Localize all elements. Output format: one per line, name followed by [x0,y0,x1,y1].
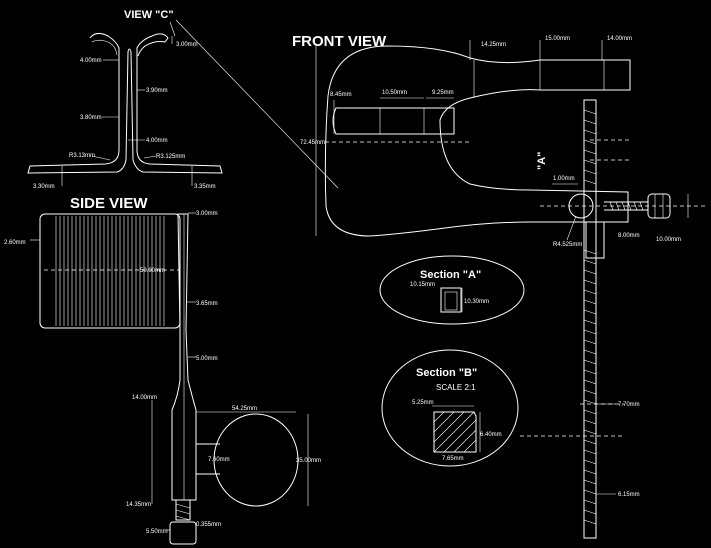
side-foot-threads [175,503,191,521]
side-foot-screw [175,499,191,521]
front-dim-knob: 10.00mm [656,237,681,243]
side-dim-width: 50.00mm [140,268,165,274]
section-a-dim-height: 10.30mm [464,299,489,305]
section-a-outline [379,255,525,325]
front-dim-slot-left: 8.45mm [330,92,352,98]
view-c-dim-right-mid: 3.90mm [146,88,168,94]
side-view-group: SIDE VIEW 3.00mm 2.60mm 50.00mm 3.65mm 5… [4,195,321,545]
section-b-dim-width: 7.65mm [442,456,464,462]
side-dim-handle-top: 14.00mm [132,395,157,401]
front-dim-slot-mid: 10.50mm [382,90,407,96]
view-c-profile [27,32,223,174]
side-dim-foot-right: 0.355mm [196,522,221,528]
screw-threads [609,201,644,211]
view-c-dim-left-mid: 3.80mm [80,115,102,121]
view-c-leader [169,21,176,37]
front-dim-slot-right: 9.25mm [432,90,454,96]
view-c-inner [91,39,118,56]
front-dim-hole: 1.00mm [553,176,575,182]
side-ribs [55,216,165,326]
section-a-title: Section "A" [420,269,481,281]
front-body-outline [324,45,631,237]
section-b-outline [381,349,519,467]
threaded-rod [583,99,597,539]
rod-dim-upper: 7.70mm [618,402,640,408]
rod-dims-group: 7.70mm 6.15mm [580,402,640,498]
front-inner-slot [332,107,455,135]
front-dim-jaw: 15.00mm [545,36,570,42]
view-c-dimline [91,155,111,161]
side-dim-lower: 5.00mm [196,356,218,362]
side-foot-cap [169,521,197,545]
side-dim-depth: 2.60mm [4,240,26,246]
section-b-scale: SCALE 2:1 [436,383,476,392]
side-shaft [171,213,197,501]
knob [647,193,671,219]
front-dim-leader [566,215,577,241]
section-b-hatch [433,411,477,453]
view-c-dim-center: 4.00mm [146,138,168,144]
section-a-profile [440,287,462,313]
marker-a: "A" [536,152,548,170]
front-dim-screw: 8.00mm [618,233,640,239]
side-dim-foot-left: 5.50mm [146,529,168,535]
front-view-group: FRONT VIEW "A" 14.25mm 15.00mm 14.00mm [292,33,708,539]
view-c-title: VIEW "C" [124,9,174,21]
side-handle-knob [213,413,299,507]
view-c-dim-foot-left: 3.30mm [33,184,55,190]
view-c-dim-radius-right: R3.125mm [156,154,185,160]
side-dim-handle-dia: 35.00mm [296,458,321,464]
section-b-title: Section "B" [416,367,477,379]
section-a-dim-width: 10.15mm [410,282,435,288]
front-dim-radius: R4.525mm [553,242,582,248]
view-c-dimline [143,155,157,159]
side-dim-top: 3.00mm [196,211,218,217]
view-c-dim-left-upper: 4.00mm [80,58,102,64]
section-a-group: Section "A" 10.15mm 10.30mm [379,255,525,325]
side-dim-handle-len: 54.25mm [232,406,257,412]
side-dim-stem: 7.60mm [208,457,230,463]
side-view-title: SIDE VIEW [70,195,148,212]
section-b-dim-top: 5.25mm [412,400,434,406]
front-dim-height: 72.45mm [300,140,325,146]
rod-threads [583,109,597,525]
section-b-dim-height: 6.40mm [480,432,502,438]
rod-dim-lower: 6.15mm [618,492,640,498]
side-dim-shaft: 3.65mm [196,301,218,307]
view-c-group: VIEW "C" 3.00mm 4.00mm 3.90mm 3.80mm 4.0… [27,9,339,190]
view-c-dim-top: 3.00mm [176,42,198,48]
side-dim-bottom: 14.35mm [126,502,151,508]
front-dim-neck: 14.25mm [481,42,506,48]
section-b-group: Section "B" SCALE 2:1 5.25mm 6.40mm 7.65… [381,349,624,467]
side-body [39,213,181,329]
view-c-dim-foot-right: 3.35mm [194,184,216,190]
front-view-title: FRONT VIEW [292,33,387,50]
rod-nut [585,221,605,259]
view-c-callout-leader [175,19,339,189]
front-dim-head: 14.00mm [607,36,632,42]
section-a-profile-inner [444,291,458,311]
view-c-dim-radius-left: R3.13mm [69,153,95,159]
